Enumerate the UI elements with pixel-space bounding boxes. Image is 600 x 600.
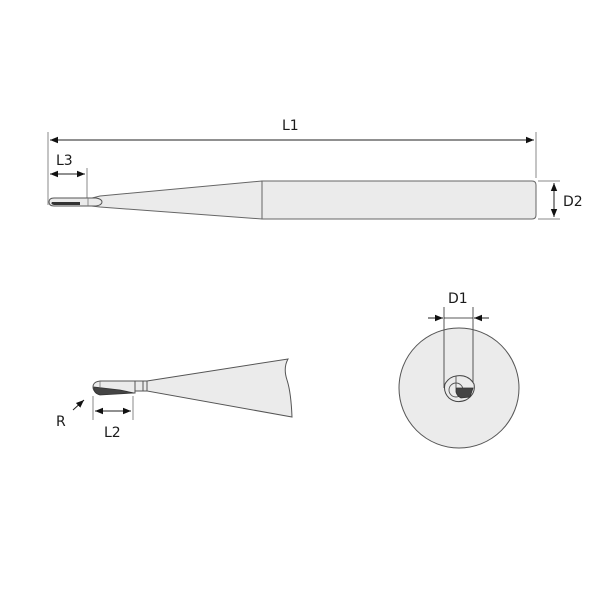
detail-taper xyxy=(146,358,293,418)
r-label: R xyxy=(56,414,66,430)
tip-flute xyxy=(51,202,80,205)
r-leader xyxy=(72,399,85,411)
detail-flute xyxy=(93,386,135,396)
l2-label: L2 xyxy=(104,425,121,441)
l1-label: L1 xyxy=(282,118,299,134)
side-view: L1 L3 D2 xyxy=(47,118,583,220)
d1-label: D1 xyxy=(448,291,468,307)
l3-label: L3 xyxy=(56,153,73,169)
end-view: D1 xyxy=(398,291,520,449)
d2-label: D2 xyxy=(563,194,583,210)
tool-shank xyxy=(261,180,537,220)
tip-detail-view: R L2 xyxy=(56,358,293,441)
tool-taper xyxy=(91,180,263,220)
tip-section-flute xyxy=(455,387,474,399)
